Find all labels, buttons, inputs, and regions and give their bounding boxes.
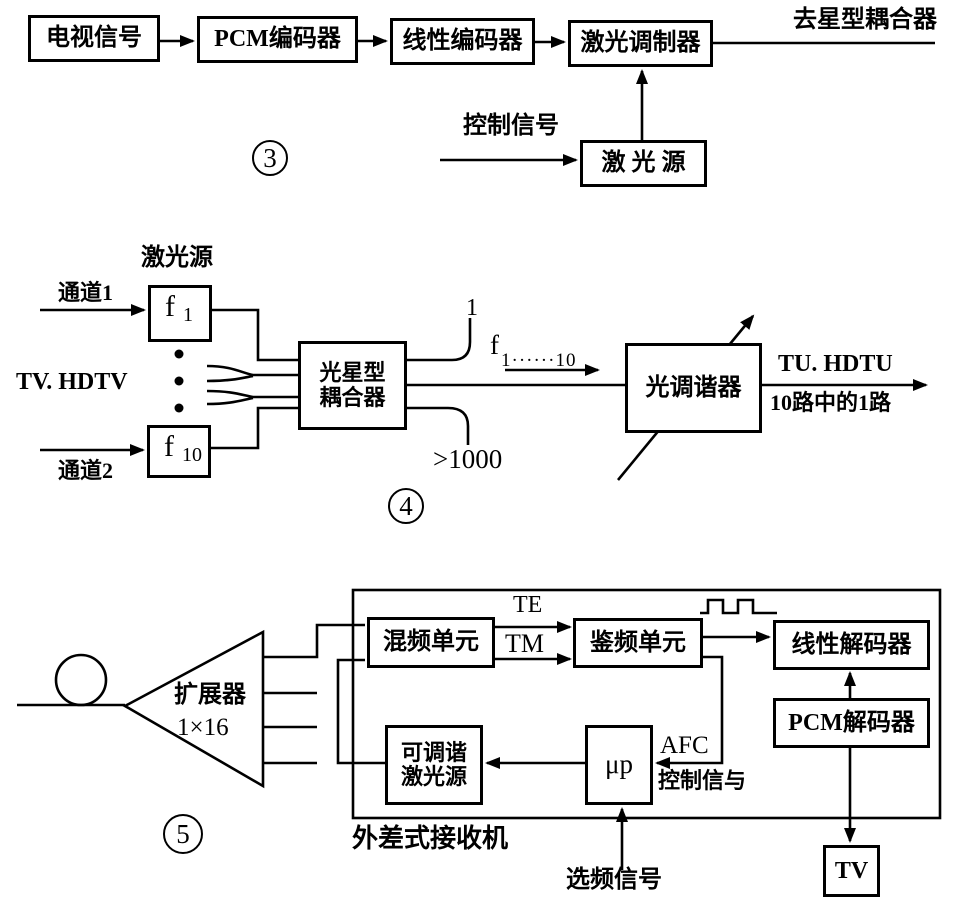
laser-source-label: 激光源 xyxy=(141,245,213,271)
laser-to-mixer-loop xyxy=(336,658,385,765)
discriminator-box: 鉴频单元 xyxy=(573,618,703,668)
tu-hdtu-label: TU. HDTU xyxy=(778,351,893,377)
microprocessor-box: μp xyxy=(585,725,653,805)
laser-modulator-box: 激光调制器 xyxy=(568,20,713,67)
star-coupler-line2: 耦合器 xyxy=(319,384,386,410)
funnel-b-top xyxy=(206,389,298,399)
mixer-box: 混频单元 xyxy=(367,617,495,668)
te-label: TE xyxy=(513,592,543,618)
afc-label: AFC xyxy=(660,732,709,759)
square-wave-symbol xyxy=(700,598,777,615)
funnel-a-top xyxy=(206,364,298,377)
f10-symbol: f xyxy=(164,430,174,463)
funnel-b-bottom xyxy=(206,396,254,406)
tv-box: TV xyxy=(823,845,880,897)
tunable-laser-box: 可调谐 激光源 xyxy=(385,725,483,805)
afc-line-disc-to-up xyxy=(655,655,724,769)
one-of-ten-label: 10路中的1路 xyxy=(770,390,892,415)
f1-subscript: 1 xyxy=(183,304,193,326)
laser-f10-box: f 10 xyxy=(147,425,211,478)
ellipsis-dot xyxy=(174,349,184,359)
f10-subscript: 10 xyxy=(182,444,202,466)
ellipsis-dot xyxy=(174,376,184,386)
f-range-symbol: f xyxy=(490,330,499,360)
optical-tuner-box: 光调谐器 xyxy=(625,343,762,433)
tv-signal-box: 电视信号 xyxy=(28,15,160,62)
line-f1-to-coupler xyxy=(212,308,298,362)
laser-source-box: 激 光 源 xyxy=(580,140,707,187)
expander-label: 扩展器 xyxy=(174,682,246,708)
pcm-encoder-box: PCM编码器 xyxy=(197,16,358,63)
control-signal-label: 控制信号 xyxy=(463,113,559,139)
output-1-label: 1 xyxy=(466,295,478,321)
f-range-label: f1······10 xyxy=(490,330,575,371)
gt-1000-label: >1000 xyxy=(433,444,503,474)
pcm-decoder-box: PCM解码器 xyxy=(773,698,930,748)
tunable-laser-line2: 激光源 xyxy=(400,764,467,789)
star-coupler-box: 光星型 耦合器 xyxy=(298,341,407,430)
linear-encoder-box: 线性编码器 xyxy=(390,18,535,65)
heterodyne-receiver-label: 外差式接收机 xyxy=(352,824,509,853)
control-signal-label-fig5: 控制信与 xyxy=(658,768,747,793)
figure-5-number: 5 xyxy=(163,814,203,854)
fiber-coil-circle xyxy=(54,653,108,707)
coupler-out-bottom-curve xyxy=(407,406,470,445)
funnel-a-bottom xyxy=(206,374,254,383)
f-range-subscript: 1······10 xyxy=(501,350,577,372)
line-f10-to-coupler xyxy=(210,406,298,450)
linear-decoder-box: 线性解码器 xyxy=(773,620,930,670)
channel1-label: 通道1 xyxy=(58,280,114,305)
expander-out1-to-mixer xyxy=(263,623,365,659)
tv-hdtv-label: TV. HDTV xyxy=(16,369,128,395)
to-star-coupler-label: 去星型耦合器 xyxy=(793,7,937,33)
coupler-out-top-curve xyxy=(407,318,472,362)
tm-label: TM xyxy=(505,629,544,658)
freq-select-signal-label: 选频信号 xyxy=(566,867,662,893)
expander-triangle xyxy=(122,629,265,789)
channel2-label: 通道2 xyxy=(58,458,114,483)
star-coupler-line1: 光星型 xyxy=(319,360,386,386)
tunable-laser-line1: 可调谐 xyxy=(400,739,467,765)
ellipsis-dot xyxy=(174,403,184,413)
figure-4-number: 4 xyxy=(388,488,424,524)
expander-ratio-label: 1×16 xyxy=(177,714,229,741)
heterodyne-receiver-outline xyxy=(351,588,942,820)
figure-3-number: 3 xyxy=(252,140,288,176)
f1-symbol: f xyxy=(165,290,175,323)
